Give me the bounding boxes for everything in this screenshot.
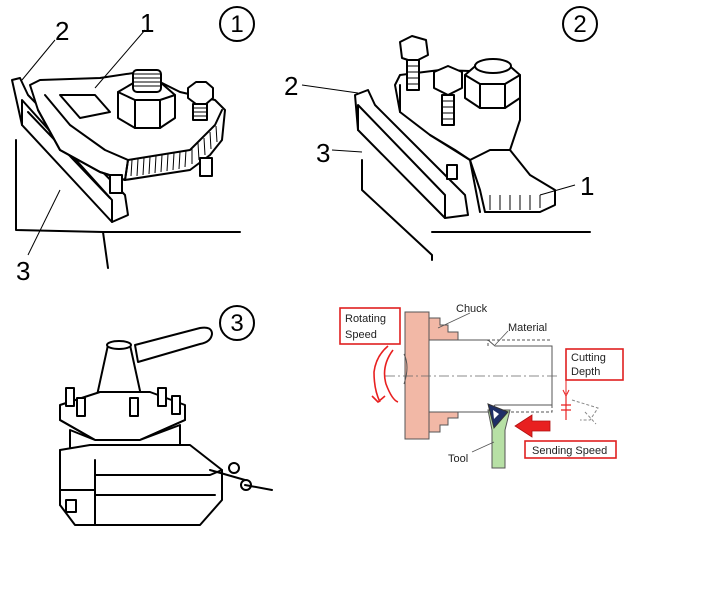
figure-3-marker: 3 — [230, 310, 243, 337]
figure-1-label-1: 1 — [140, 8, 154, 38]
material-label: Material — [508, 322, 547, 334]
figure-2-label-3: 3 — [316, 138, 330, 168]
figure-2-marker-circle — [562, 6, 598, 42]
cutting-depth-box — [565, 348, 624, 381]
figure-2-marker: 2 — [573, 11, 586, 38]
chuck-jaw-top — [428, 317, 459, 341]
rotating-speed-label-line2: Speed — [345, 329, 377, 341]
figure-1-label-2: 2 — [55, 16, 69, 46]
figure-1-tool-post: 1 2 3 1 — [11, 6, 255, 286]
chuck-plate — [404, 311, 430, 440]
figure-3-marker-circle — [219, 305, 255, 341]
figure-2-tool-post: 2 3 1 2 — [284, 6, 598, 261]
cutting-depth-label-line1: Cutting — [571, 352, 606, 364]
tool-label: Tool — [448, 453, 468, 465]
figure-2-label-2: 2 — [284, 71, 298, 101]
figure-2-label-1: 1 — [580, 171, 594, 201]
rotating-speed-label-line1: Rotating — [345, 313, 386, 325]
figure-1-marker-circle — [219, 6, 255, 42]
chuck-label: Chuck — [456, 303, 488, 315]
rotating-speed-box — [339, 307, 401, 345]
sending-speed-arrow — [514, 414, 551, 438]
figure-1-label-3: 3 — [16, 256, 30, 286]
sending-speed-box — [524, 440, 617, 459]
turning-schematic: Rotating Speed Chuck Material Cutting De… — [339, 303, 624, 469]
figure-1-marker: 1 — [230, 11, 243, 38]
chuck-jaw-bottom — [428, 411, 459, 433]
cutting-depth-label-line2: Depth — [571, 366, 600, 378]
sending-speed-label: Sending Speed — [532, 445, 607, 457]
figure-3-four-way-tool-post: 3 — [59, 305, 273, 526]
